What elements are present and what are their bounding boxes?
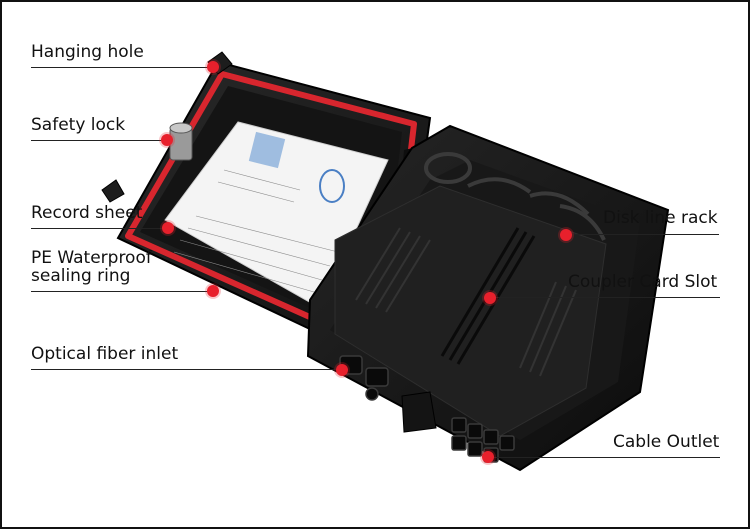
- record-sheet-label: Record sheet: [31, 203, 143, 223]
- optical-fiber-inlet-label: Optical fiber inlet: [31, 344, 179, 364]
- optical-fiber-inlet-leader: [31, 369, 339, 370]
- coupler-card-slot-marker: [484, 292, 496, 304]
- safety-lock-marker: [161, 134, 173, 146]
- record-sheet-leader: [31, 228, 165, 229]
- hanging-hole-marker: [207, 61, 219, 73]
- pe-waterproof-marker: [207, 285, 219, 297]
- cable-outlet-marker: [482, 451, 494, 463]
- coupler-card-slot-label: Coupler Card Slot: [568, 272, 718, 292]
- optical-fiber-inlet-marker: [336, 364, 348, 376]
- safety-lock-leader: [31, 140, 165, 141]
- pe-waterproof-leader: [31, 291, 211, 292]
- safety-lock-label: Safety lock: [31, 115, 126, 135]
- disk-line-rack-label: Disk line rack: [603, 208, 718, 228]
- cable-outlet-label: Cable Outlet: [613, 432, 720, 452]
- record-sheet-marker: [162, 222, 174, 234]
- coupler-card-slot-leader: [492, 297, 720, 298]
- hanging-hole-leader: [31, 67, 213, 68]
- disk-line-rack-marker: [560, 229, 572, 241]
- disk-line-rack-leader: [569, 234, 719, 235]
- cable-outlet-leader: [488, 457, 720, 458]
- pe-waterproof-label: PE Waterproof sealing ring: [31, 248, 152, 286]
- hanging-hole-label: Hanging hole: [31, 42, 144, 62]
